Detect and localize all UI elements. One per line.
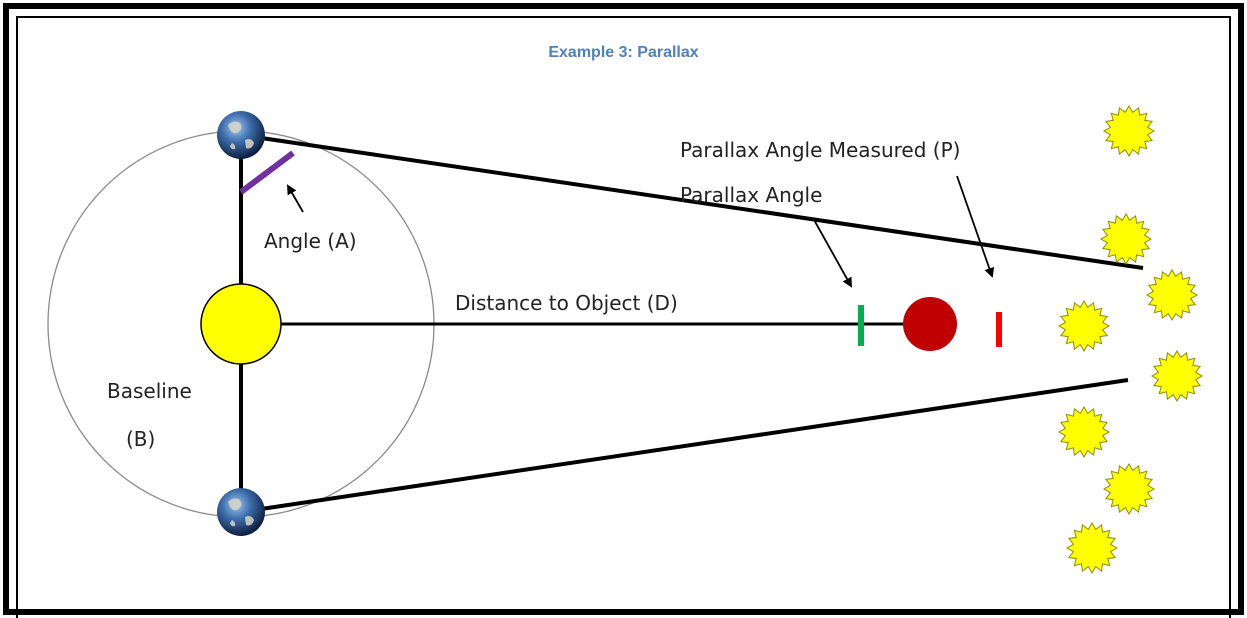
earth-icon bbox=[217, 488, 265, 536]
label-distance: Distance to Object (D) bbox=[455, 291, 678, 315]
arrow-measured-angle bbox=[957, 176, 992, 276]
label-baseline-symbol: (B) bbox=[126, 427, 155, 451]
sun-icon bbox=[201, 284, 281, 364]
object-icon bbox=[903, 297, 957, 351]
arrow-parallax-angle bbox=[813, 218, 851, 286]
sight-line-bottom bbox=[241, 380, 1128, 512]
arrow-angle-a bbox=[288, 186, 303, 212]
star-icon bbox=[1147, 270, 1197, 320]
label-parallax-angle: Parallax Angle bbox=[680, 183, 822, 207]
angle-a-marker bbox=[241, 153, 293, 192]
label-baseline: Baseline bbox=[107, 379, 192, 403]
star-icon bbox=[1152, 351, 1202, 401]
label-angle-a: Angle (A) bbox=[264, 229, 357, 253]
earth-icon bbox=[217, 111, 265, 159]
label-parallax-angle-measured: Parallax Angle Measured (P) bbox=[680, 138, 960, 162]
star-icon bbox=[1101, 214, 1151, 264]
star-icon bbox=[1104, 464, 1154, 514]
star-icon bbox=[1067, 523, 1117, 573]
star-icon bbox=[1059, 301, 1109, 351]
star-icon bbox=[1104, 106, 1154, 156]
star-icon bbox=[1059, 407, 1109, 457]
star-field bbox=[1059, 106, 1202, 573]
